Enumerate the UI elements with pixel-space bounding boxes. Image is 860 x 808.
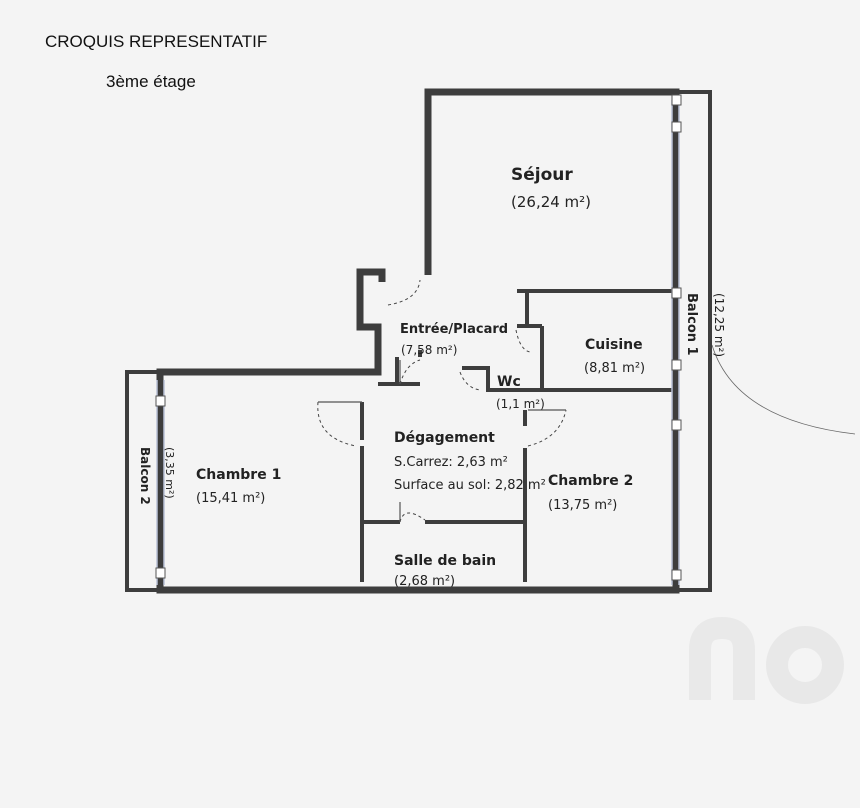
inner-walls — [360, 289, 676, 582]
balcon1-arc — [711, 344, 856, 435]
room-cuisine-area: (8,81 m²) — [584, 361, 645, 376]
balcon1-area: (12,25 m²) — [712, 293, 726, 357]
room-sdb-name: Salle de bain — [394, 553, 496, 569]
room-chambre2-name: Chambre 2 — [548, 473, 633, 489]
room-entree-area: (7,58 m²) — [401, 343, 457, 357]
balcon1-name: Balcon 1 — [684, 293, 699, 356]
room-cuisine-name: Cuisine — [585, 337, 643, 353]
walls — [125, 88, 712, 594]
room-chambre1-area: (15,41 m²) — [196, 491, 265, 506]
doors — [317, 279, 567, 523]
room-degagement-sol: Surface au sol: 2,82 m² — [394, 478, 546, 493]
room-chambre2-area: (13,75 m²) — [548, 498, 617, 513]
windows — [155, 94, 682, 585]
room-sejour-area: (26,24 m²) — [511, 193, 591, 211]
floor-label: 3ème étage — [106, 72, 196, 91]
balcon2-name: Balcon 2 — [138, 447, 152, 505]
plan-title: CROQUIS REPRESENTATIF — [45, 32, 267, 51]
room-chambre1-name: Chambre 1 — [196, 467, 281, 483]
room-sejour-name: Séjour — [511, 165, 573, 185]
room-wc-area: (1,1 m²) — [496, 397, 545, 411]
door-leaves — [318, 360, 566, 522]
room-wc-name: Wc — [497, 374, 521, 390]
room-sdb-area: (2,68 m²) — [394, 574, 455, 589]
room-degagement-name: Dégagement — [394, 430, 495, 446]
balcon2-area: (3,35 m²) — [163, 447, 176, 499]
watermark-logo — [689, 616, 844, 704]
room-degagement-carrez: S.Carrez: 2,63 m² — [394, 455, 508, 470]
room-entree-name: Entrée/Placard — [400, 322, 508, 337]
